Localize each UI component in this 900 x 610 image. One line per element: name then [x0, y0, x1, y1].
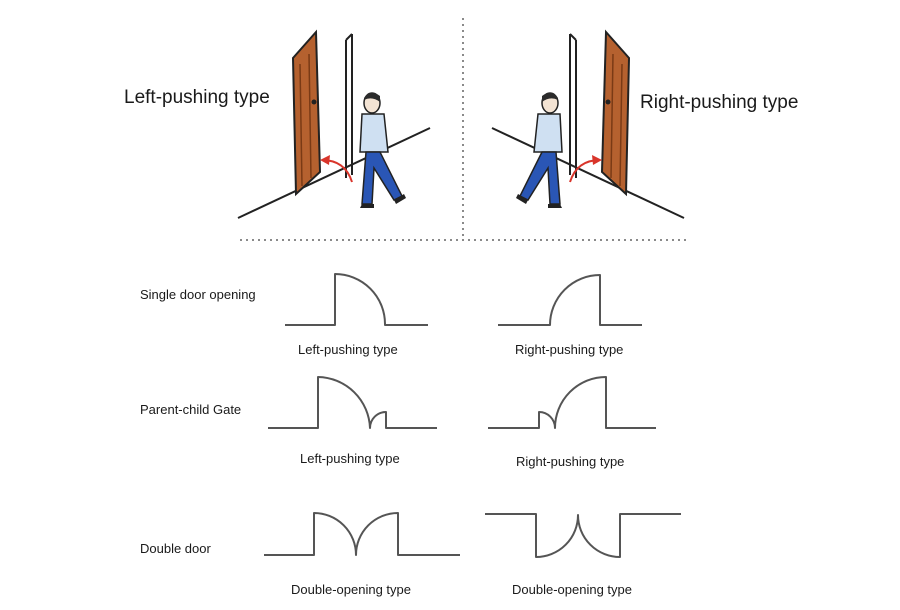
plan-parent-child-left — [268, 376, 437, 429]
door-frame — [345, 33, 353, 178]
plan-double-right — [485, 513, 681, 558]
caption-single-right: Right-pushing type — [515, 342, 624, 357]
floor-line — [237, 127, 431, 219]
caption-single-left: Left-pushing type — [298, 342, 398, 357]
left-pushing-title: Left-pushing type — [124, 87, 270, 108]
row-label-parent-child: Parent-child Gate — [140, 402, 242, 417]
left-pushing-scene — [237, 29, 431, 219]
row-label-single: Single door opening — [140, 287, 256, 302]
caption-parent-child-right: Right-pushing type — [516, 454, 625, 469]
plan-double-left — [264, 512, 460, 556]
caption-parent-child-left: Left-pushing type — [300, 451, 400, 466]
door-panel — [291, 29, 322, 197]
person-figure — [359, 92, 406, 208]
caption-double-right: Double-opening type — [512, 582, 632, 597]
plan-single-right — [498, 274, 642, 326]
plan-parent-child-right — [488, 376, 656, 429]
right-pushing-title: Right-pushing type — [640, 92, 799, 113]
right-pushing-scene — [491, 29, 685, 219]
row-label-double: Double door — [140, 541, 211, 556]
caption-double-left: Double-opening type — [291, 582, 411, 597]
plan-single-left — [285, 273, 428, 326]
